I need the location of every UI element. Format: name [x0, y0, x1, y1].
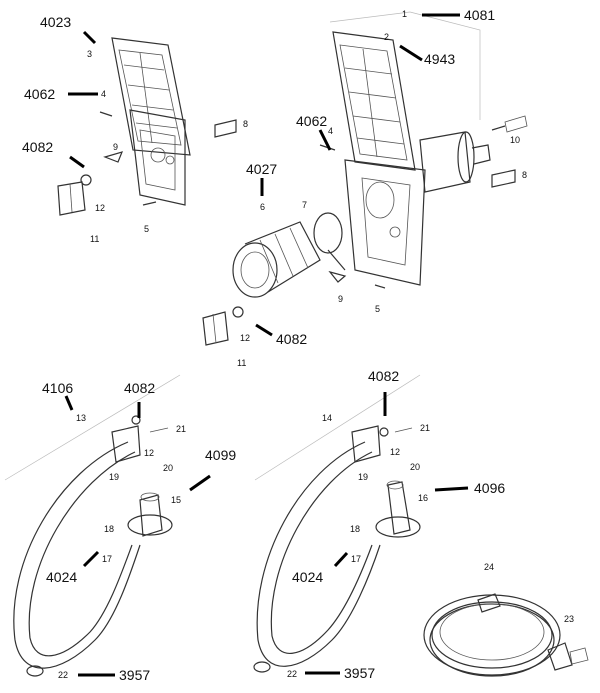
- left-wall-plate: [111, 37, 191, 156]
- index-label: 20: [163, 463, 173, 473]
- left-mount-box: [129, 109, 186, 206]
- index-label: 4: [328, 126, 333, 136]
- index-label: 15: [171, 495, 181, 505]
- index-label: 12: [144, 448, 154, 458]
- left-small-parts: [57, 111, 237, 216]
- index-label: 2: [384, 32, 389, 42]
- index-label: 12: [240, 333, 250, 343]
- part-number: 4081: [464, 7, 495, 23]
- index-label: 4: [101, 89, 106, 99]
- index-label: 11: [237, 358, 246, 368]
- index-label: 23: [564, 614, 574, 624]
- part-number: 4106: [42, 380, 73, 396]
- index-label: 8: [522, 170, 527, 180]
- part-number: 4023: [40, 14, 71, 30]
- index-label: 1: [402, 9, 407, 19]
- index-label: 7: [302, 200, 307, 210]
- center-filter-housing: [232, 212, 386, 298]
- left-hose-assembly: [13, 415, 173, 677]
- part-number: 4082: [22, 139, 53, 155]
- index-label: 8: [243, 119, 248, 129]
- index-label: 19: [358, 472, 368, 482]
- index-label: 9: [338, 294, 343, 304]
- index-label: 14: [322, 413, 332, 423]
- index-label: 17: [102, 554, 112, 564]
- index-label: 5: [144, 224, 149, 234]
- right-mount-box: [344, 159, 426, 286]
- index-label: 6: [260, 202, 265, 212]
- index-label: 17: [351, 554, 361, 564]
- center-small-parts: [202, 306, 244, 346]
- leader-bars: [64, 13, 469, 677]
- index-label: 18: [104, 524, 114, 534]
- coiled-hose: [423, 593, 589, 677]
- part-number-labels: 4081 4943 4023 4062 4062 4082 4082 4082 …: [22, 7, 505, 683]
- part-number: 4062: [24, 86, 55, 102]
- index-label: 9: [113, 142, 118, 152]
- index-labels: 1 2 3 4 4 5 5 6 7 8 8 9 9 10 11 11 12 12…: [58, 9, 574, 680]
- part-number: 4096: [474, 480, 505, 496]
- part-number: 3957: [344, 665, 375, 681]
- part-number: 4024: [46, 569, 77, 585]
- part-number: 4027: [246, 161, 277, 177]
- index-label: 11: [90, 234, 99, 244]
- index-label: 24: [484, 562, 494, 572]
- right-motor-unit: [319, 115, 528, 193]
- part-number: 4099: [205, 447, 236, 463]
- part-number: 4024: [292, 569, 323, 585]
- part-number: 4062: [296, 113, 327, 129]
- index-label: 19: [109, 472, 119, 482]
- right-wall-plate: [332, 31, 416, 171]
- index-label: 16: [418, 493, 428, 503]
- part-number: 4082: [276, 331, 307, 347]
- index-label: 3: [87, 49, 92, 59]
- index-label: 5: [375, 304, 380, 314]
- index-label: 20: [410, 462, 420, 472]
- index-label: 22: [287, 669, 297, 679]
- index-label: 12: [390, 447, 400, 457]
- index-label: 21: [420, 423, 430, 433]
- index-label: 13: [76, 413, 86, 423]
- part-number: 4082: [368, 368, 399, 384]
- right-hose-assembly: [253, 425, 421, 673]
- index-label: 12: [95, 203, 105, 213]
- index-label: 10: [510, 135, 520, 145]
- part-number: 3957: [119, 667, 150, 683]
- part-number: 4082: [124, 380, 155, 396]
- index-label: 21: [176, 424, 186, 434]
- index-label: 22: [58, 670, 68, 680]
- index-label: 18: [350, 524, 360, 534]
- part-number: 4943: [424, 51, 455, 67]
- guide-lines: [4, 11, 481, 481]
